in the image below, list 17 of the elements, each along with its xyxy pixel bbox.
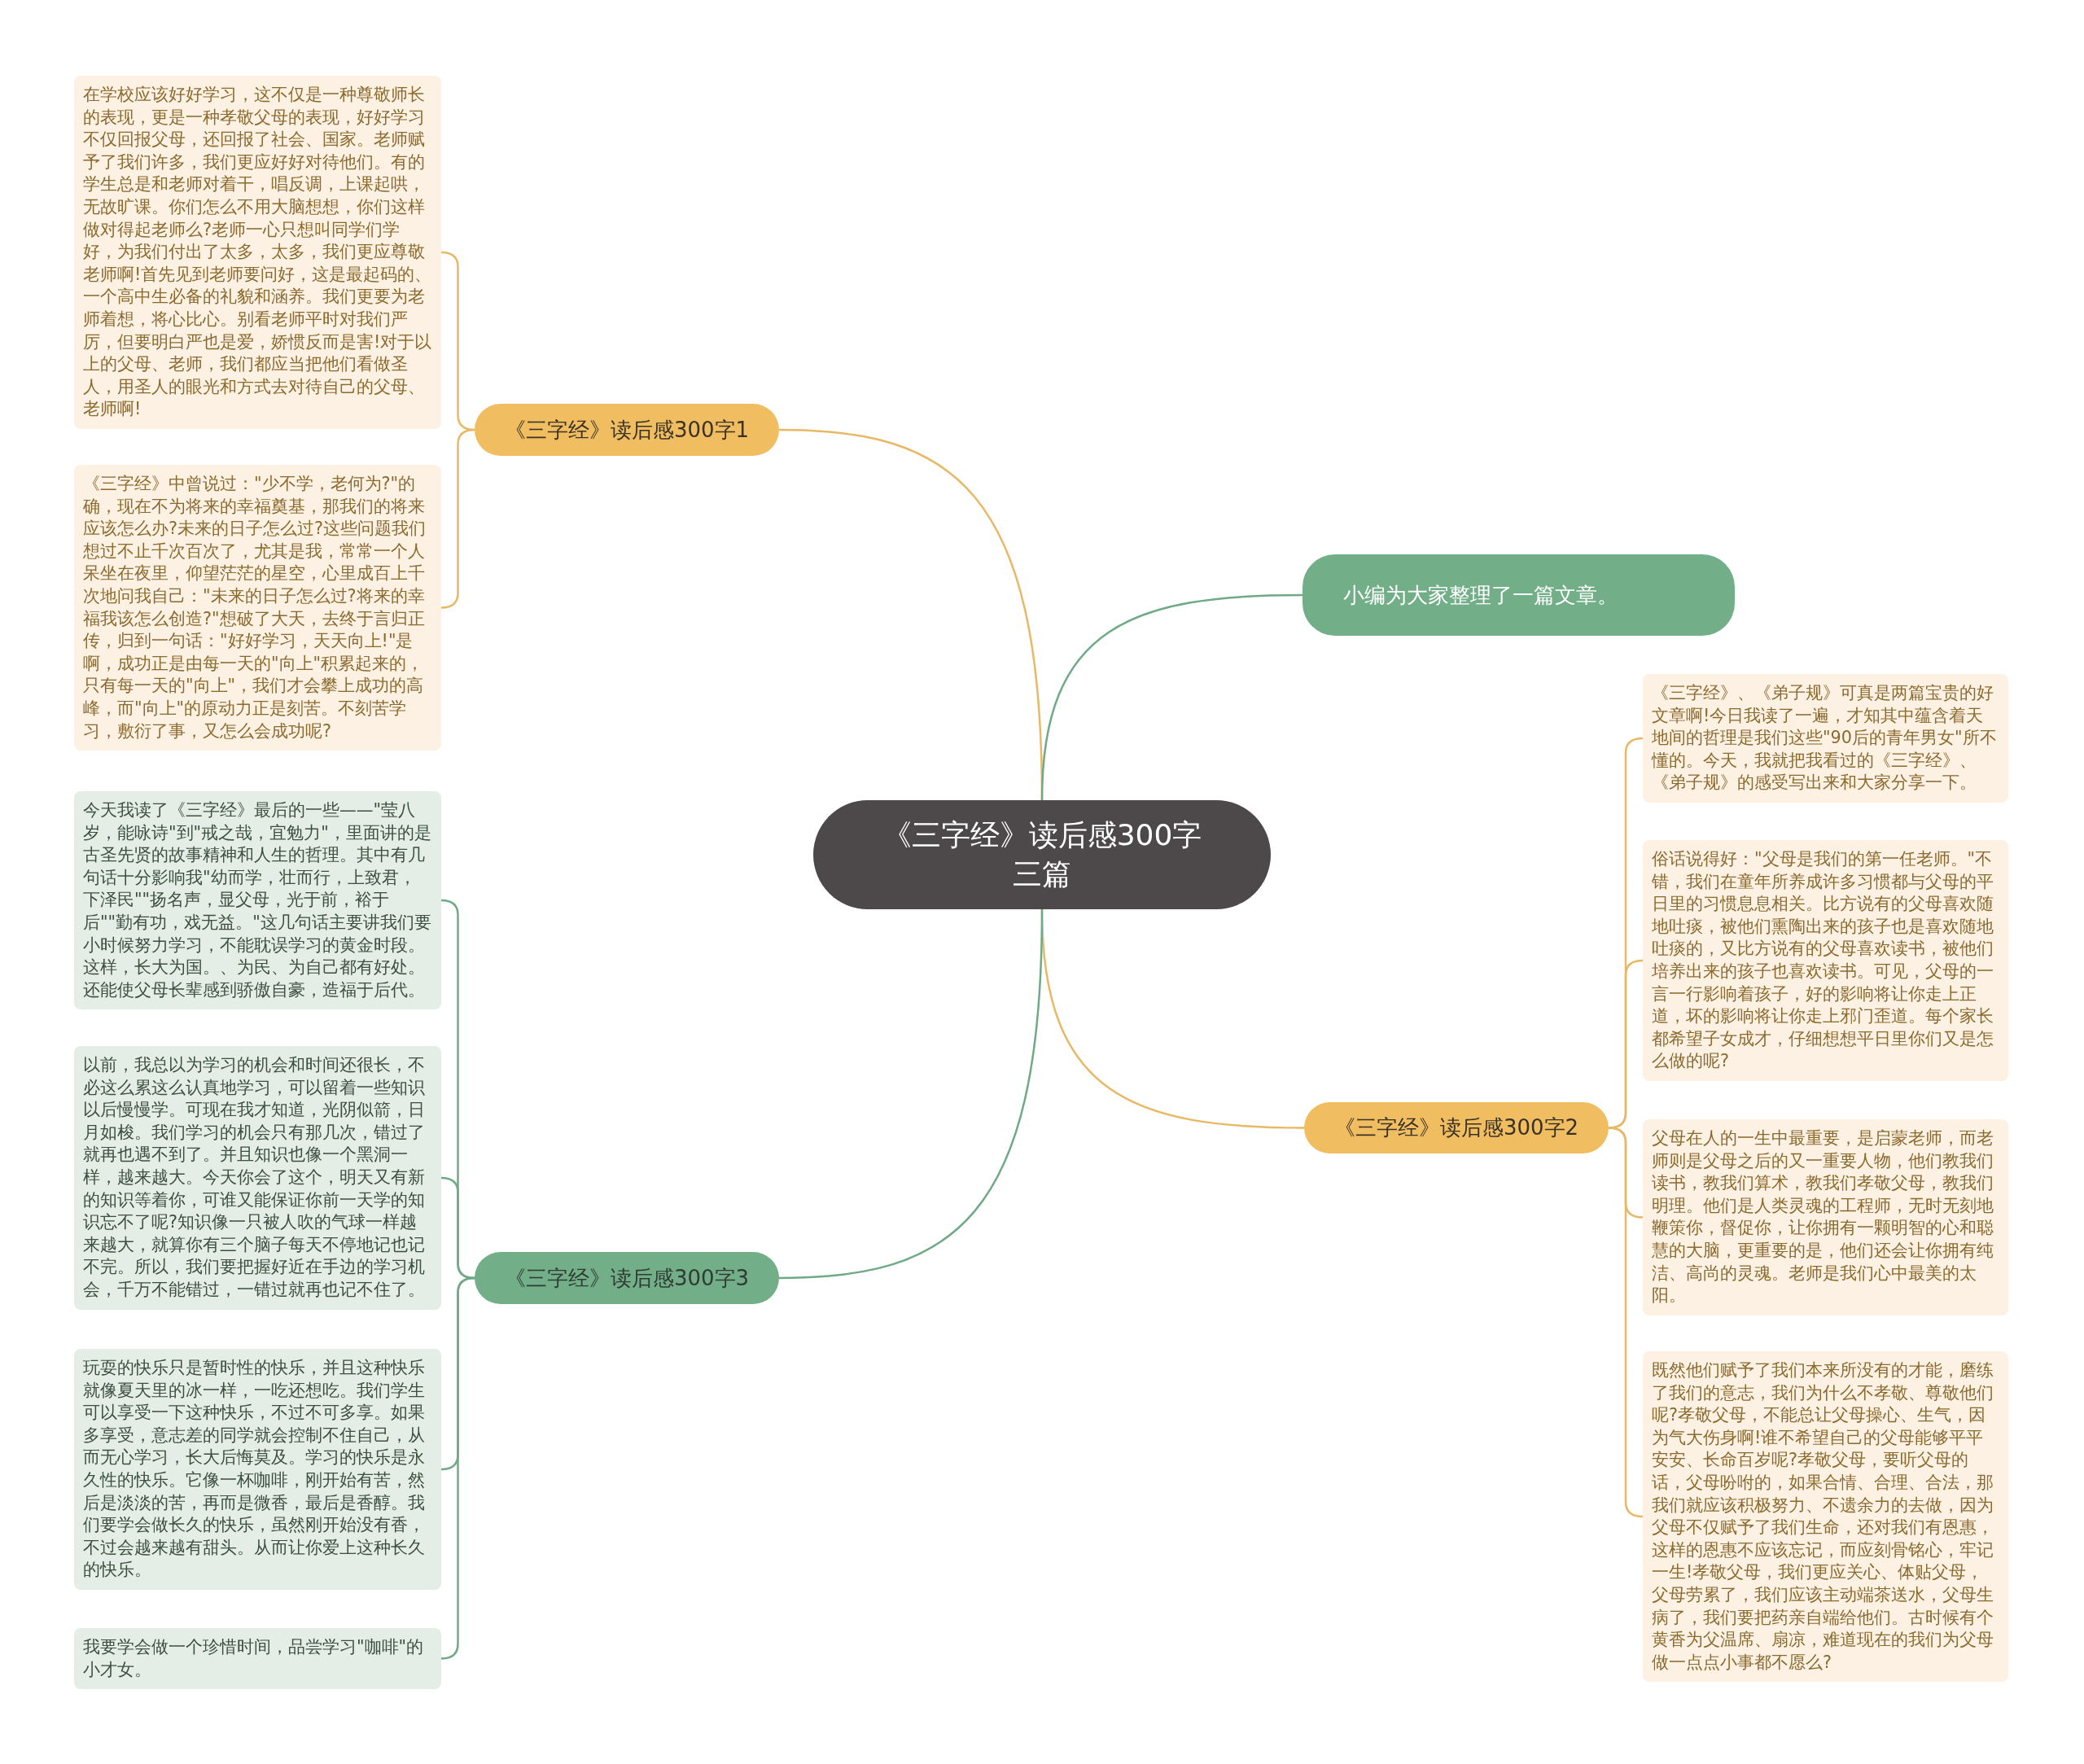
note-card: 今天我读了《三字经》最后的一些——"莹八岁，能咏诗"到"戒之哉，宜勉力"，里面讲的是古圣先贤的故事精神和人生的哲理。其中有几句话十分影响我"幼而学，壮而行，上致君，下泽民""扬名声，显父母，光于前，裕于后""勤有功，戏无益。"这几句话主要讲我们要小时候努力学习，不能耽误学习的黄金时段。这样，长大为国。、为民、为自己都有好处。还能使父母长辈感到骄傲自豪，造福于后代。 <box>74 791 441 1010</box>
topic-pill: 小编为大家整理了一篇文章。 <box>1302 554 1735 636</box>
note-card: 在学校应该好好学习，这不仅是一种尊敬师长的表现，更是一种孝敬父母的表现，好好学习不仅回报父母，还回报了社会、国家。老师赋予了我们许多，我们更应好好对待他们。有的学生总是和老师对着干，唱反调，上课起哄，无故旷课。你们怎么不用大脑想想，你们这样做对得起老师么?老师一心只想叫同学们学好，为我们付出了太多，太多，我们更应尊敬老师啊!首先见到老师要问好，这是最起码的、一个高中生必备的礼貌和涵养。我们更要为老师着想，将心比心。别看老师平时对我们严厉，但要明白严也是爱，娇惯反而是害!对于以上的父母、老师，我们都应当把他们看做圣人，用圣人的眼光和方式去对待自己的父母、老师啊! <box>74 76 441 429</box>
note-card: 《三字经》中曾说过："少不学，老何为?"的确，现在不为将来的幸福奠基，那我们的将来应该怎么办?未来的日子怎么过?这些问题我们想过不止千次百次了，尤其是我，常常一个人呆坐在夜里，仰望茫茫的星空，心里成百上千次地问我自己："未来的日子怎么过?将来的幸福我该怎么创造?"想破了大天，去终于言归正传，归到一句话："好好学习，天天向上!"是啊，成功正是由每一天的"向上"积累起来的，只有每一天的"向上"，我们才会攀上成功的高峰，而"向上"的原动力正是刻苦。不刻苦学习，敷衍了事，又怎么会成功呢? <box>74 465 441 751</box>
note-card: 我要学会做一个珍惜时间，品尝学习"咖啡"的小才女。 <box>74 1628 441 1690</box>
note-card: 玩耍的快乐只是暂时性的快乐，并且这种快乐就像夏天里的冰一样，一吃还想吃。我们学生可以享受一下这种快乐，不过不可多享。如果多享受，意志差的同学就会控制不住自己，从而无心学习，长大后悔莫及。学习的快乐是永久性的快乐。它像一杯咖啡，刚开始有苦，然后是淡淡的苦，再而是微香，最后是香醇。我们要学会做长久的快乐，虽然刚开始没有香，不过会越来越有甜头。从而让你爱上这种长久的快乐。 <box>74 1349 441 1590</box>
topic-pill: 《三字经》读后感300字1 <box>475 404 779 456</box>
central-topic-box: 《三字经》读后感300字三篇 <box>813 800 1271 909</box>
note-card: 既然他们赋予了我们本来所没有的才能，磨练了我们的意志，我们为什么不孝敬、尊敬他们呢?孝敬父母，不能总让父母操心、生气，因为气大伤身啊!谁不希望自己的父母能够平平安安、长命百岁呢?孝敬父母，要听父母的话，父母吩咐的，如果合情、合理、合法，那我们就应该积极努力、不遗余力的去做，因为父母不仅赋予了我们生命，还对我们有恩惠，这样的恩惠不应该忘记，而应刻骨铭心，牢记一生!孝敬父母，我们更应关心、体贴父母，父母劳累了，我们应该主动端茶送水，父母生病了，我们要把药亲自端给他们。古时候有个黄香为父温席、扇凉，难道现在的我们为父母做一点点小事都不愿么? <box>1643 1351 2008 1683</box>
topic-pill: 《三字经》读后感300字3 <box>475 1252 779 1304</box>
topic-pill: 《三字经》读后感300字2 <box>1304 1102 1609 1153</box>
connector-line <box>1040 593 1303 801</box>
note-card: 以前，我总以为学习的机会和时间还很长，不必这么累这么认真地学习，可以留着一些知识以后慢慢学。可现在我才知道，光阴似箭，日月如梭。我们学习的机会只有那几次，错过了就再也遇不到了。并且知识也像一个黑洞一样，越来越大。今天你会了这个，明天又有新的知识等着你，可谁又能保证你前一天学的知识忘不了呢?知识像一只被人吹的气球一样越来越大，就算你有三个脑子每天不停地记也记不完。所以，我们要把握好近在手边的学习机会，千万不能错过，一错过就再也记不住了。 <box>74 1046 441 1310</box>
note-card: 《三字经》、《弟子规》可真是两篇宝贵的好文章啊!今日我读了一遍，才知其中蕴含着天地间的哲理是我们这些"90后的青年男女"所不懂的。今天，我就把我看过的《三字经》、《弟子规》的感受写出来和大家分享一下。 <box>1643 674 2008 803</box>
note-card: 父母在人的一生中最重要，是启蒙老师，而老师则是父母之后的又一重要人物，他们教我们读书，教我们算术，教我们孝敬父母，教我们明理。他们是人类灵魂的工程师，无时无刻地鞭策你，督促你，让你拥有一颗明智的心和聪慧的大脑，更重要的是，他们还会让你拥有纯洁、高尚的灵魂。老师是我们心中最美的太阳。 <box>1643 1119 2008 1315</box>
connector-line <box>778 908 1044 1280</box>
note-card: 俗话说得好："父母是我们的第一任老师。"不错，我们在童年所养成许多习惯都与父母的平日里的习惯息息相关。比方说有的父母喜欢随地吐痰，被他们熏陶出来的孩子也是喜欢随地吐痰的，又比方说有的父母喜欢读书，被他们培养出来的孩子也喜欢读书。可见，父母的一言一行影响着孩子，好的影响将让你走上正道，坏的影响将让你走上邪门歪道。每个家长都希望子女成才，仔细想想平日里你们又是怎么做的呢? <box>1643 840 2008 1081</box>
